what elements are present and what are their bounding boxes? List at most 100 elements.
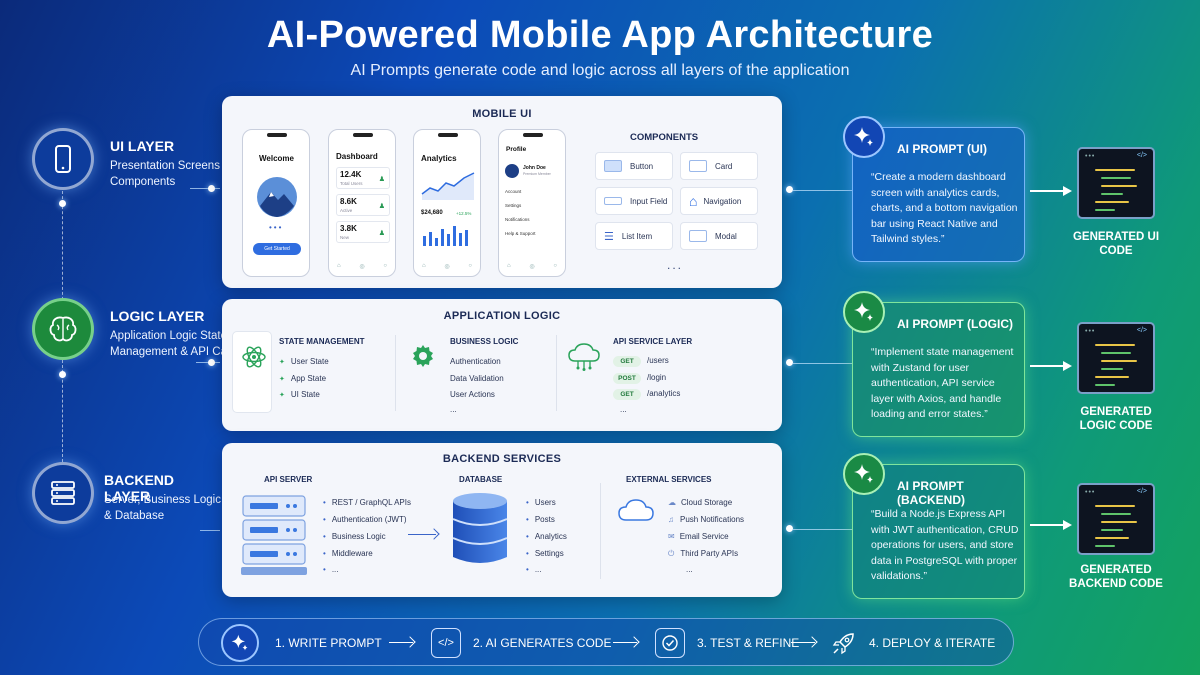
layer-desc: Server, Business Logic & Database xyxy=(104,494,221,522)
component-modal: Modal xyxy=(680,222,758,250)
bottom-nav[interactable]: ⌂◎○ xyxy=(422,263,472,270)
state-item: UI State xyxy=(279,390,320,399)
api-server-item: ... xyxy=(323,565,339,574)
section-title: EXTERNAL SERVICES xyxy=(626,475,712,484)
check-icon xyxy=(655,628,685,658)
bell-icon: ♫ xyxy=(668,515,674,524)
arrow-right-icon xyxy=(1030,361,1072,371)
connector-line xyxy=(200,530,220,531)
logic-layer-label: LOGIC LAYER Application Logic State Mana… xyxy=(32,298,238,378)
prompt-text: “Build a Node.js Express API with JWT au… xyxy=(871,508,1019,582)
menu-item[interactable]: Settings xyxy=(505,203,522,208)
section-title: DATABASE xyxy=(459,475,503,484)
phone-welcome-screen: Welcome ••• Get Started xyxy=(242,129,310,277)
api-server-item: Middleware xyxy=(323,549,373,558)
bottom-nav[interactable]: ⌂◎○ xyxy=(507,263,557,270)
cloud-icon xyxy=(618,499,654,521)
connector-dot xyxy=(59,200,66,207)
page-title: AI-Powered Mobile App Architecture xyxy=(266,14,934,56)
menu-item[interactable]: Account xyxy=(505,189,522,194)
menu-item[interactable]: Notifications xyxy=(505,217,530,222)
divider xyxy=(395,335,396,411)
server-rack-icon xyxy=(241,495,307,575)
menu-item[interactable]: Help & Support xyxy=(505,231,536,236)
database-item: Posts xyxy=(526,515,555,524)
phone-profile-screen: Profile John Doe Premium Member Account … xyxy=(498,129,566,277)
business-item: User Actions xyxy=(450,390,495,399)
code-window-icon: •••</> xyxy=(1077,147,1155,219)
divider xyxy=(556,335,557,411)
step-label: 1. WRITE PROMPT xyxy=(275,636,382,650)
code-icon: </> xyxy=(431,628,461,658)
api-server-item: REST / GraphQL APIs xyxy=(323,498,411,507)
mountain-illustration xyxy=(257,177,297,217)
generated-code-label: GENERATED LOGIC CODE xyxy=(1079,406,1153,432)
analytics-value: $24,680 xyxy=(421,210,443,216)
sparkle-icon xyxy=(221,624,259,662)
pager-dots: ••• xyxy=(269,223,284,232)
atom-icon xyxy=(242,346,266,368)
external-item: ♫Push Notifications xyxy=(668,515,745,524)
avatar xyxy=(505,164,519,178)
arrow-right-icon xyxy=(1030,520,1072,530)
get-started-button[interactable]: Get Started xyxy=(253,243,301,255)
state-card xyxy=(232,331,272,413)
phone-analytics-screen: Analytics $24,680 +12.5% ⌂◎○ xyxy=(413,129,481,277)
step-deploy-iterate: 4. DEPLOY & ITERATE xyxy=(829,619,995,667)
business-item: Data Validation xyxy=(450,374,504,383)
panel-title: MOBILE UI xyxy=(472,108,532,120)
database-item: Users xyxy=(526,498,556,507)
backend-services-panel: BACKEND SERVICES API SERVER REST / Graph… xyxy=(222,443,782,597)
api-endpoint: POST/login xyxy=(613,373,666,384)
arrow-right-icon xyxy=(389,642,413,643)
step-test-refine: 3. TEST & REFINE xyxy=(655,619,799,667)
connector-line xyxy=(792,363,852,364)
connector-dot xyxy=(208,185,215,192)
backend-layer-label: BACKEND LAYER Server, Business Logic & D… xyxy=(32,462,222,542)
button-icon xyxy=(604,160,622,172)
sparkle-icon xyxy=(843,453,885,495)
section-title: API SERVER xyxy=(264,475,313,484)
users-icon: ♟ xyxy=(378,230,385,237)
business-item: Authentication xyxy=(450,357,501,366)
profile-name: John Doe xyxy=(523,165,546,171)
panel-title: APPLICATION LOGIC xyxy=(443,310,561,322)
input-icon xyxy=(604,197,622,205)
bottom-nav[interactable]: ⌂◎○ xyxy=(337,263,387,270)
arrow-right-icon xyxy=(791,642,815,643)
layer-title: LOGIC LAYER xyxy=(110,308,205,324)
smartphone-icon xyxy=(32,128,94,190)
step-label: 3. TEST & REFINE xyxy=(697,636,800,650)
screen-title: Dashboard xyxy=(336,152,378,161)
card-icon xyxy=(689,160,707,172)
page-subtitle: AI Prompts generate code and logic acros… xyxy=(350,62,850,79)
state-item: App State xyxy=(279,374,326,383)
database-icon xyxy=(452,493,508,563)
users-icon: ♟ xyxy=(378,176,385,183)
prompt-text: “Implement state management with Zustand… xyxy=(871,346,1014,420)
step-label: 2. AI GENERATES CODE xyxy=(473,636,612,650)
rocket-icon xyxy=(829,628,859,658)
database-item: ... xyxy=(526,565,542,574)
more-indicator: ... xyxy=(450,405,457,414)
connector-dot xyxy=(208,359,215,366)
database-item: Settings xyxy=(526,549,564,558)
prompt-text: “Create a modern dashboard screen with a… xyxy=(871,171,1018,245)
mail-icon: ✉ xyxy=(668,532,675,541)
code-window-icon: •••</> xyxy=(1077,483,1155,555)
sparkle-icon xyxy=(843,291,885,333)
state-item: User State xyxy=(279,357,329,366)
ai-prompt-ui-card: AI PROMPT (UI) “Create a modern dashboar… xyxy=(843,116,1025,262)
arrow-right-icon xyxy=(1030,186,1072,196)
api-endpoint: GET/users xyxy=(613,356,669,367)
components-title: COMPONENTS xyxy=(630,132,699,143)
external-item: ☁Cloud Storage xyxy=(668,498,733,507)
connector-line xyxy=(792,190,852,191)
ai-prompt-logic-card: AI PROMPT (LOGIC) “Implement state manag… xyxy=(843,291,1025,437)
screen-title: Welcome xyxy=(259,154,294,163)
step-ai-generates-code: </> 2. AI GENERATES CODE xyxy=(431,619,611,667)
layer-desc: Application Logic State Management & API… xyxy=(110,330,238,358)
